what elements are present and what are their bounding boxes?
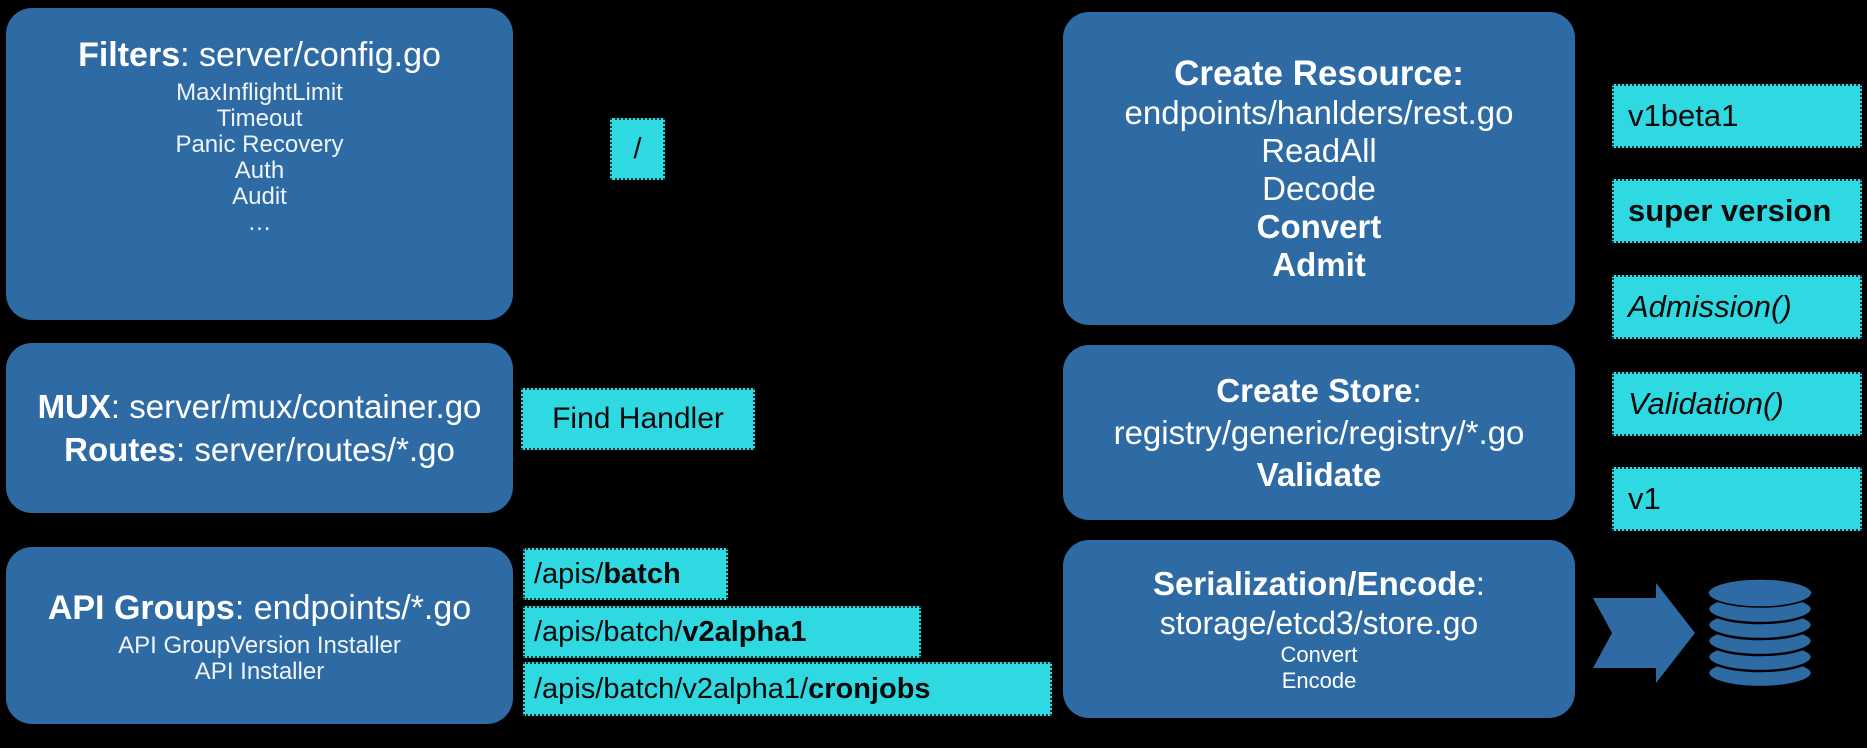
filters-box: Filters: server/config.go MaxInflightLim…: [6, 8, 513, 320]
find-handler-label: Find Handler: [521, 388, 755, 450]
api-groups-item: API Installer: [194, 657, 325, 685]
serialization-title-rest: :: [1475, 565, 1485, 602]
create-resource-step: Convert: [1256, 207, 1382, 245]
mux-line: MUX: server/mux/container.go: [38, 385, 482, 428]
filter-item-ellipsis: …: [247, 209, 272, 236]
path-bold-segment: v2alpha1: [682, 615, 807, 648]
serialization-step: Encode: [1281, 668, 1357, 693]
path-bold-segment: cronjobs: [808, 672, 931, 705]
database-icon: [1706, 578, 1814, 689]
filters-list: MaxInflightLimit Timeout Panic Recovery …: [175, 80, 343, 236]
path-bold-segment: batch: [603, 557, 681, 590]
path-prefix: /apis/: [534, 557, 604, 590]
version-label-validation: Validation(): [1612, 372, 1862, 436]
filters-title-rest: : server/config.go: [180, 36, 441, 74]
serialization-file: storage/etcd3/store.go: [1159, 605, 1479, 641]
serialization-step: Convert: [1280, 642, 1358, 667]
serialization-encode-box: Serialization/Encode: storage/etcd3/stor…: [1063, 540, 1575, 718]
routes-label: Routes: [64, 431, 177, 468]
flow-arrow-icon: [1593, 583, 1695, 683]
create-resource-step: Admit: [1272, 245, 1366, 283]
mux-path: : server/mux/container.go: [110, 388, 482, 425]
serialization-title: Serialization/Encode:: [1153, 564, 1485, 604]
create-resource-file: endpoints/hanlders/rest.go: [1124, 93, 1514, 131]
create-store-title-bold: Create Store: [1216, 371, 1413, 409]
version-label-admission: Admission(): [1612, 275, 1862, 339]
api-groups-box: API Groups: endpoints/*.go API GroupVers…: [6, 547, 513, 724]
create-store-file: registry/generic/registry/*.go: [1113, 413, 1525, 451]
version-label-v1beta1: v1beta1: [1612, 84, 1862, 148]
filter-item: Timeout: [216, 105, 303, 132]
filters-title-bold: Filters: [78, 36, 181, 74]
version-label-super-version: super version: [1612, 179, 1862, 243]
create-resource-step: ReadAll: [1261, 131, 1377, 169]
create-resource-box: Create Resource: endpoints/hanlders/rest…: [1063, 12, 1575, 325]
mux-routes-box: MUX: server/mux/container.go Routes: ser…: [6, 343, 513, 513]
create-store-box: Create Store: registry/generic/registry/…: [1063, 345, 1575, 520]
path-prefix: /apis/batch/: [534, 615, 683, 648]
version-label-v1: v1: [1612, 467, 1862, 531]
apis-batch-label: /apis/batch: [523, 548, 728, 600]
api-groups-title: API Groups: endpoints/*.go: [48, 587, 471, 629]
routes-path: : server/routes/*.go: [176, 431, 455, 468]
path-prefix: /apis/batch/v2alpha1/: [534, 672, 809, 705]
create-store-title-rest: :: [1412, 371, 1422, 409]
filter-item: Audit: [232, 183, 287, 210]
api-groups-item: API GroupVersion Installer: [118, 631, 401, 659]
filter-item: Panic Recovery: [175, 131, 344, 158]
create-resource-step: Decode: [1262, 169, 1376, 207]
create-store-title: Create Store:: [1216, 370, 1421, 412]
root-path-text: /: [633, 132, 642, 165]
filter-item: Auth: [234, 157, 285, 184]
apis-batch-v2alpha1-cronjobs-label: /apis/batch/v2alpha1/cronjobs: [523, 662, 1052, 716]
mux-label: MUX: [37, 388, 111, 425]
filter-item: MaxInflightLimit: [176, 79, 343, 106]
create-store-step: Validate: [1257, 454, 1382, 496]
apis-batch-v2alpha1-label: /apis/batch/v2alpha1: [523, 606, 921, 658]
api-groups-title-rest: : endpoints/*.go: [234, 588, 472, 627]
root-path-label: /: [610, 118, 665, 180]
find-handler-text: Find Handler: [552, 402, 724, 435]
validate-label: Validate: [1256, 455, 1382, 493]
create-resource-title: Create Resource:: [1174, 53, 1464, 93]
api-groups-list: API GroupVersion Installer API Installer: [118, 631, 401, 685]
serialization-title-bold: Serialization/Encode: [1153, 565, 1476, 602]
routes-line: Routes: server/routes/*.go: [64, 428, 455, 471]
api-groups-title-bold: API Groups: [47, 588, 235, 627]
filters-title: Filters: server/config.go: [78, 34, 441, 76]
